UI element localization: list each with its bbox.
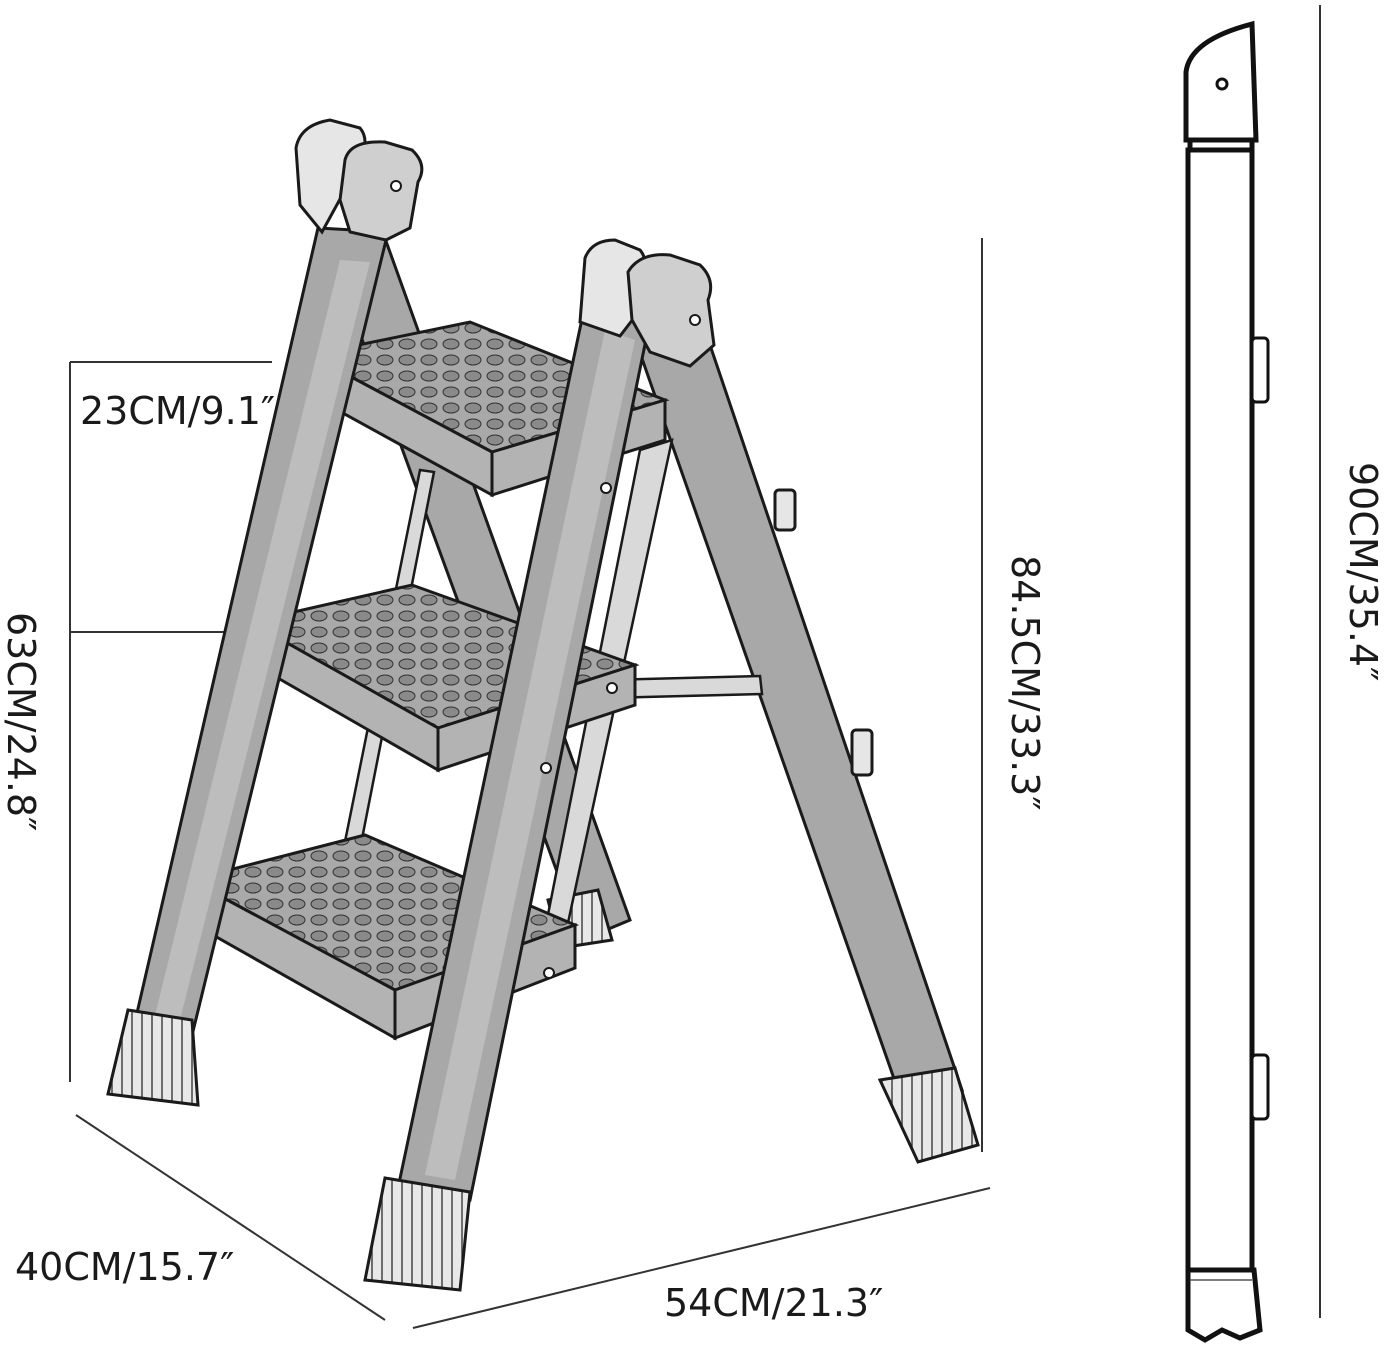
platform-height-label: 63CM/24.8″ (0, 612, 43, 831)
top-caps (294, 118, 716, 368)
ladder-open-view (106, 118, 980, 1292)
total-height-label: 84.5CM/33.3″ (1003, 555, 1047, 811)
front-feet (106, 1008, 472, 1292)
folded-height-label: 90CM/35.4″ (1341, 462, 1385, 681)
dimension-labels: 23CM/9.1″ 63CM/24.8″ 84.5CM/33.3″ 40CM/1… (0, 389, 1385, 1325)
leg-pins (540, 482, 618, 979)
base-width-label: 54CM/21.3″ (664, 1281, 883, 1325)
ladder-folded-side-view (1183, 20, 1270, 1343)
front-legs (126, 226, 652, 1202)
step-depth-label: 23CM/9.1″ (80, 389, 275, 433)
base-depth-label: 40CM/15.7″ (15, 1245, 234, 1289)
dimension-lines (69, 5, 1321, 1329)
